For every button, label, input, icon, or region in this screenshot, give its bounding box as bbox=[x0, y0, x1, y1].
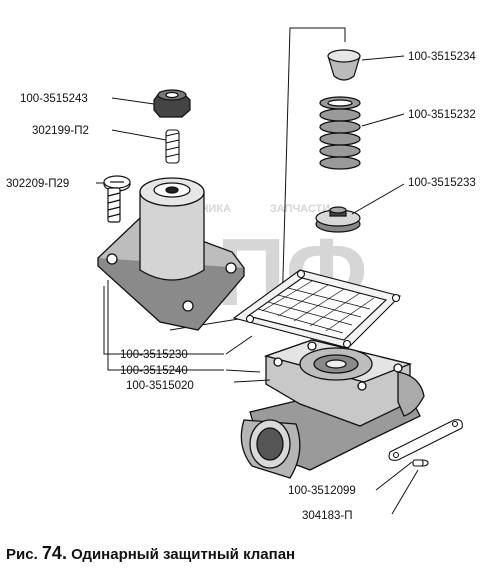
callout-302199: 302199-П2 bbox=[32, 125, 89, 137]
caption-number: 74. bbox=[41, 543, 67, 563]
callout-100-3515020: 100-3515020 bbox=[126, 380, 194, 392]
callout-100-3515240: 100-3515240 bbox=[120, 365, 188, 377]
pin-100-3512099 bbox=[388, 419, 463, 461]
leader-lines bbox=[96, 55, 419, 515]
gasket-100-3515230 bbox=[232, 269, 402, 349]
callout-302209: 302209-П29 bbox=[6, 178, 69, 190]
callouts: 100-3515234 100-3515243 100-3515232 3021… bbox=[6, 51, 476, 522]
callout-100-3515234: 100-3515234 bbox=[408, 51, 476, 63]
callout-100-3512099: 100-3512099 bbox=[288, 485, 356, 497]
callout-100-3515243: 100-3515243 bbox=[20, 93, 88, 105]
callout-100-3515232: 100-3515232 bbox=[408, 109, 476, 121]
set-screw-302199 bbox=[165, 129, 180, 164]
seat-100-3515233 bbox=[315, 206, 361, 233]
spring-100-3515232 bbox=[319, 96, 361, 170]
figure-caption: Рис. 74. Одинарный защитный клапан bbox=[6, 543, 295, 564]
cover-100-3515240 bbox=[97, 177, 245, 331]
valve-100-3515234 bbox=[327, 49, 361, 81]
callout-100-3515233: 100-3515233 bbox=[408, 177, 476, 189]
caption-prefix: Рис. bbox=[6, 546, 38, 563]
body-100-3515020 bbox=[240, 339, 425, 479]
rivet-304183 bbox=[412, 459, 429, 467]
cap-nut-100-3515243 bbox=[153, 89, 191, 118]
callout-100-3515230: 100-3515230 bbox=[120, 349, 188, 361]
callout-304183: 304183-П bbox=[302, 510, 352, 522]
caption-title: Одинарный защитный клапан bbox=[71, 546, 296, 563]
bolt-302209 bbox=[103, 175, 131, 223]
